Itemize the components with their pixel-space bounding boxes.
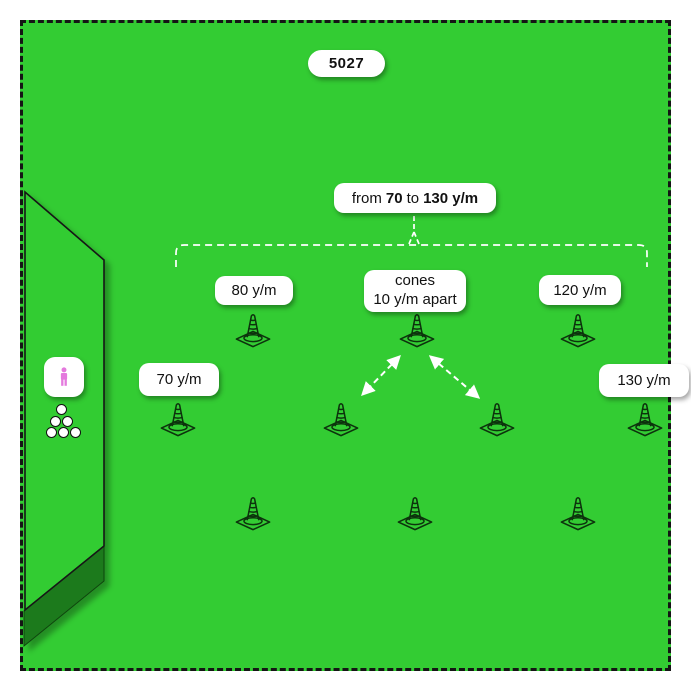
golfer-badge [44,357,84,397]
field-boundary [20,20,671,671]
traffic-cone-icon [234,494,272,532]
drill-number-badge: 5027 [308,50,385,77]
drill-number: 5027 [328,55,365,72]
traffic-cone-icon [626,400,664,438]
cone-label-120-text: 120 y/m [553,281,607,299]
golf-ball-icon [46,427,57,438]
range-to-value: 130 y/m [423,189,479,207]
distance-range-label: from 70 to 130 y/m [334,183,496,213]
traffic-cone-icon [398,311,436,349]
golf-ball-icon [50,416,61,427]
cone-spacing-line1: cones [394,272,436,290]
cone-label-80-text: 80 y/m [231,282,277,299]
traffic-cone-icon [322,400,360,438]
cone-label-120: 120 y/m [539,275,621,305]
traffic-cone-icon [559,311,597,349]
traffic-cone-icon [559,494,597,532]
golf-ball-icon [62,416,73,427]
cone-label-80: 80 y/m [215,276,293,305]
golfer-icon [60,367,68,386]
cone-label-70-text: 70 y/m [156,371,202,388]
traffic-cone-icon [478,400,516,438]
golf-ball-icon [56,404,67,415]
range-from-word: from [351,189,382,207]
cone-label-130: 130 y/m [599,364,689,397]
range-to-word: to [406,189,420,207]
cone-spacing-line2: 10 y/m apart [373,291,457,308]
traffic-cone-icon [234,311,272,349]
traffic-cone-icon [396,494,434,532]
cone-label-130-text: 130 y/m [617,372,671,389]
traffic-cone-icon [159,400,197,438]
cone-label-70: 70 y/m [139,363,219,396]
golf-ball-icon [70,427,81,438]
range-from-value: 70 [385,189,403,207]
cone-spacing-label: cones 10 y/m apart [364,270,466,312]
golf-ball-icon [58,427,69,438]
